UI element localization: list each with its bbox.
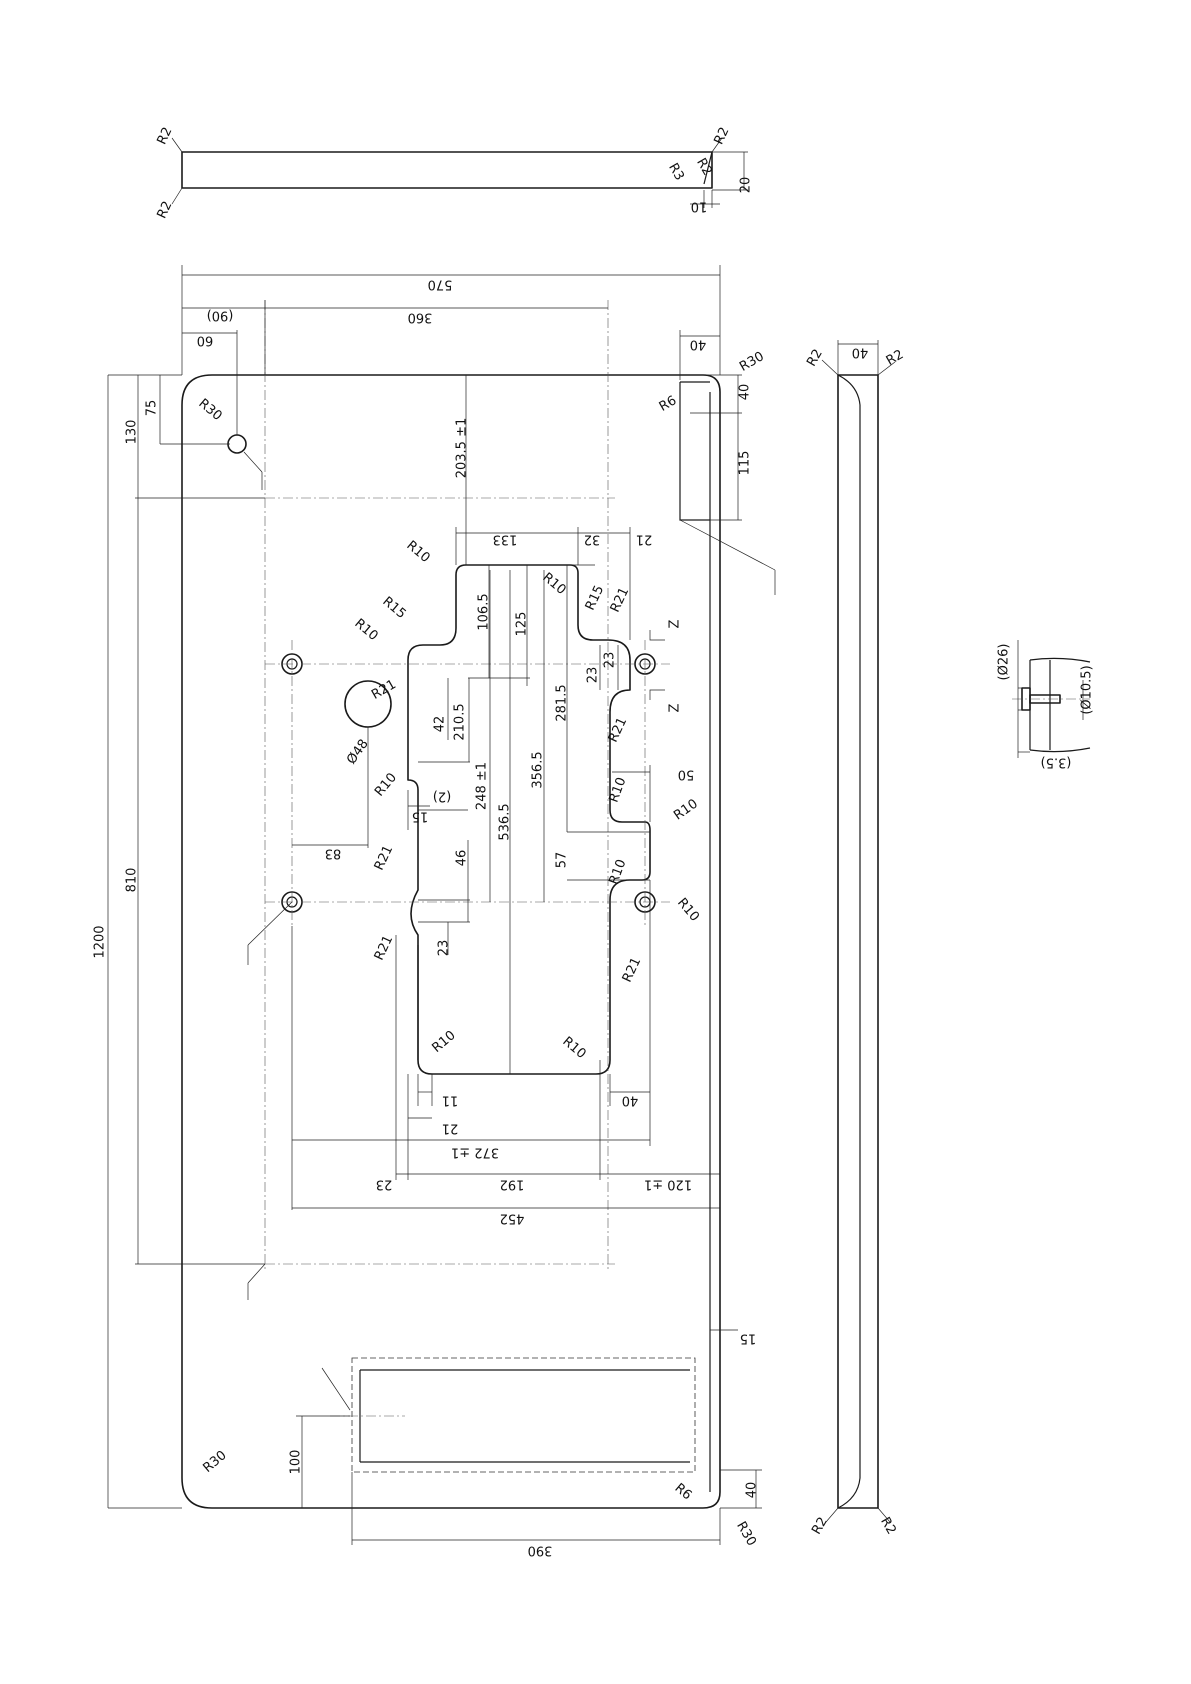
small-hole	[227, 434, 247, 454]
dimension-label-dR30a: R30	[195, 396, 224, 424]
dimension-label-d125: 125	[515, 612, 530, 637]
dimension-label-d40r: 40	[738, 384, 753, 401]
dimension-label-d452: 452	[500, 1211, 525, 1226]
dimension-label-d75: 75	[145, 400, 160, 417]
dimension-label-d810: 810	[125, 868, 140, 893]
dimension-label-dR10h: R10	[674, 895, 702, 924]
dimension-label-d60: 60	[197, 333, 214, 348]
dimension-label-d21b: 21	[442, 1121, 459, 1136]
dimension-label-d1065: 106.5	[477, 593, 492, 630]
dimension-label-d3565: 356.5	[531, 751, 546, 788]
dimension-label-d15b: 15	[740, 1331, 757, 1346]
dimension-label-dR30d: R30	[733, 1519, 759, 1549]
dimension-label-d5365: 536.5	[498, 803, 513, 840]
dimension-label-d23b: 23	[603, 652, 618, 669]
dimension-label-d42: 42	[433, 716, 448, 733]
dimension-label-d570: 570	[428, 277, 453, 292]
dimension-label-d40top: 40	[690, 337, 707, 352]
dimension-label-d15a: 15	[412, 809, 429, 824]
dimension-label-dR21e: R21	[372, 933, 396, 963]
dimension-label-dR30c: R30	[200, 1448, 229, 1476]
dimension-label-d10t: 10	[691, 199, 708, 214]
dimension-label-d120: 120 ±1	[644, 1177, 692, 1192]
dimension-label-dD26: (Ø26)	[997, 644, 1012, 681]
dimension-label-dD105: (Ø10.5)	[1080, 665, 1095, 714]
dimension-label-dR10i: R10	[429, 1028, 458, 1056]
dimension-label-dR10c: R10	[351, 616, 380, 644]
dimension-label-d192: 192	[500, 1177, 525, 1192]
dimension-label-d90: (90)	[207, 308, 234, 323]
dimension-label-dR10a: R10	[403, 538, 432, 566]
dimension-label-dR15b: R15	[583, 583, 607, 613]
dimension-label-d248: 248 ±1	[475, 762, 490, 810]
dimension-label-d40c: 40	[745, 1482, 760, 1499]
dimension-label-d83: 83	[325, 846, 342, 861]
dimension-label-dR21d: R21	[372, 843, 396, 873]
dimension-label-d130: 130	[125, 420, 140, 445]
dimension-label-d390: 390	[528, 1543, 553, 1558]
detail-bolt-view	[1012, 640, 1091, 758]
dimension-label-dR10d: R10	[372, 770, 400, 799]
dimension-label-d133: 133	[493, 532, 518, 547]
dimension-label-dR6b: R6	[672, 1481, 695, 1504]
dimension-label-dR6a: R6	[657, 393, 679, 415]
dimension-label-d2035: 203.5 ±1	[455, 418, 470, 479]
dimension-label-d2: (2)	[433, 789, 451, 804]
dimension-label-dR21f: R21	[620, 955, 644, 985]
dimension-label-dR2t4: R2	[693, 156, 715, 178]
dimension-label-dR2t1: R2	[155, 125, 176, 147]
dimension-label-d23a: 23	[586, 667, 601, 684]
dimension-label-d40s: 40	[852, 345, 869, 360]
dimension-label-dR15a: R15	[379, 594, 408, 622]
dimension-label-dR2b1: R2	[809, 1515, 831, 1537]
dimension-label-dR2t3: R2	[712, 125, 733, 147]
dimension-label-d2815: 281.5	[555, 684, 570, 721]
side-profile-view	[821, 340, 896, 1523]
dimension-label-d50: 50	[678, 767, 695, 782]
dimension-label-dR10g: R10	[607, 857, 630, 886]
dimension-label-dR2t2: R2	[155, 199, 176, 221]
dimension-label-d23c: 23	[437, 940, 452, 957]
dimension-label-dZ1: Z	[668, 619, 683, 628]
dimension-label-dR2b2: R2	[877, 1515, 899, 1537]
dimension-label-dR21a: R21	[608, 585, 632, 615]
dimension-label-dR3t: R3	[665, 161, 687, 183]
dimension-label-d115: 115	[738, 451, 753, 476]
top-edge-profile-view	[171, 137, 748, 208]
dimension-label-d20t: 20	[739, 177, 754, 194]
dimension-label-dR2s1: R2	[804, 347, 826, 369]
dimension-label-d2105: 210.5	[453, 703, 468, 740]
dimension-label-d1200: 1200	[93, 925, 108, 958]
dimension-label-dR10f: R10	[671, 797, 701, 824]
dimension-label-d360: 360	[408, 310, 433, 325]
dimension-label-dR2s2: R2	[884, 347, 906, 369]
dimension-label-d57: 57	[555, 852, 570, 869]
dimension-label-dR30b: R30	[737, 349, 767, 375]
dimension-label-d35: (3.5)	[1041, 755, 1072, 770]
dimension-label-d46: 46	[455, 850, 470, 867]
dimension-label-d11: 11	[442, 1093, 459, 1108]
dimension-label-d372: 372 ±1	[451, 1145, 499, 1160]
dimension-label-d32: 32	[584, 532, 601, 547]
main-plate-view	[107, 265, 776, 1545]
dimension-label-dR10j: R10	[559, 1034, 588, 1062]
dimension-label-d40b: 40	[622, 1093, 639, 1108]
dimension-label-d21a: 21	[636, 532, 653, 547]
dimension-label-d100: 100	[289, 1450, 304, 1475]
dimension-label-d23d: 23	[376, 1177, 393, 1192]
dimension-label-dZ2: Z	[668, 703, 683, 712]
